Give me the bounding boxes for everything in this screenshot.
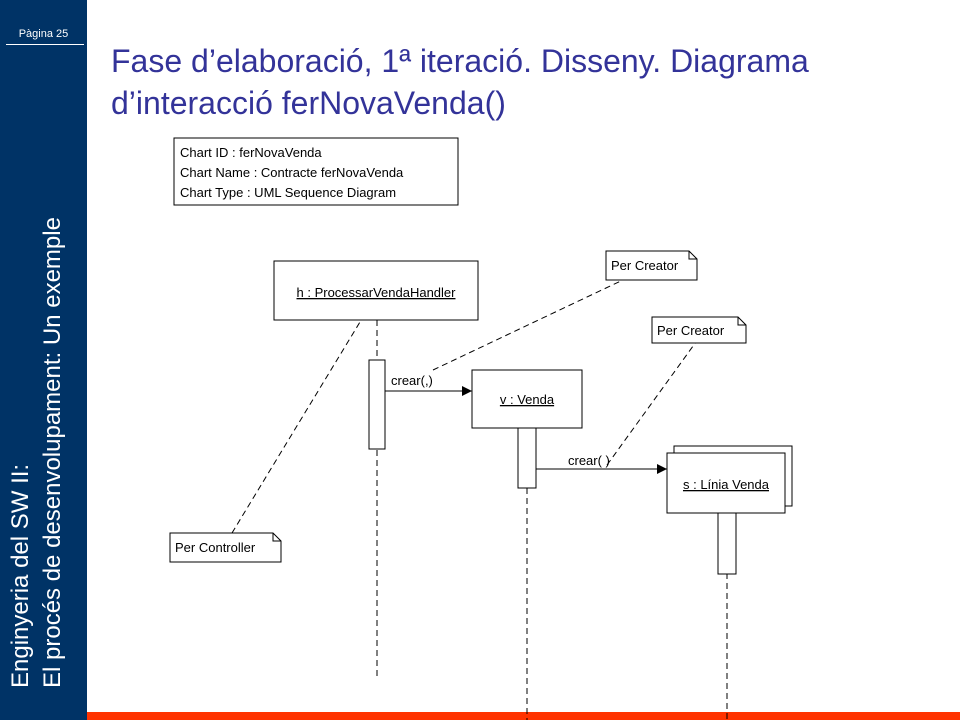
bottom-accent-bar — [87, 712, 960, 720]
note-link-creator2 — [606, 341, 697, 466]
activation-linia — [717, 512, 737, 575]
page-number: Pàgina 25 — [18, 28, 69, 40]
message-crear-linia: crear( ) — [536, 453, 667, 474]
note-link-creator1 — [432, 278, 626, 371]
message-crear-venda: crear(,) — [385, 373, 472, 396]
object-linia-label: s : Línia Venda — [683, 477, 770, 492]
page-divider — [6, 44, 84, 45]
note-controller: Per Controller — [169, 532, 282, 563]
note-creator-1: Per Creator — [605, 250, 698, 281]
object-handler: h : ProcessarVendaHandler — [273, 260, 479, 321]
activation-venda — [517, 427, 537, 489]
note-creator-2: Per Creator — [651, 316, 747, 344]
activation-handler — [368, 359, 386, 450]
chart-info-box: Chart ID : ferNovaVenda Chart Name : Con… — [173, 137, 459, 206]
chart-info-id: Chart ID : ferNovaVenda — [180, 145, 322, 160]
slide-title-line1: Fase d’elaboració, 1ª iteració. Disseny.… — [111, 43, 809, 79]
message-crear-linia-label: crear( ) — [568, 453, 610, 468]
sidebar: Pàgina 25 Enginyeria del SW II: El procé… — [0, 0, 87, 720]
object-venda-label: v : Venda — [500, 392, 555, 407]
object-venda: v : Venda — [471, 369, 583, 429]
note-creator-2-text: Per Creator — [657, 323, 725, 338]
note-controller-text: Per Controller — [175, 540, 256, 555]
object-handler-label: h : ProcessarVendaHandler — [297, 285, 457, 300]
slide-title-line2: d’interacció ferNovaVenda() — [111, 85, 506, 121]
object-linia: s : Línia Venda — [666, 445, 793, 514]
message-crear-venda-label: crear(,) — [391, 373, 433, 388]
slide-title: Fase d’elaboració, 1ª iteració. Disseny.… — [111, 40, 941, 124]
note-link-controller — [231, 321, 361, 534]
chart-info-type: Chart Type : UML Sequence Diagram — [180, 185, 396, 200]
note-creator-1-text: Per Creator — [611, 258, 679, 273]
chart-info-name: Chart Name : Contracte ferNovaVenda — [180, 165, 404, 180]
